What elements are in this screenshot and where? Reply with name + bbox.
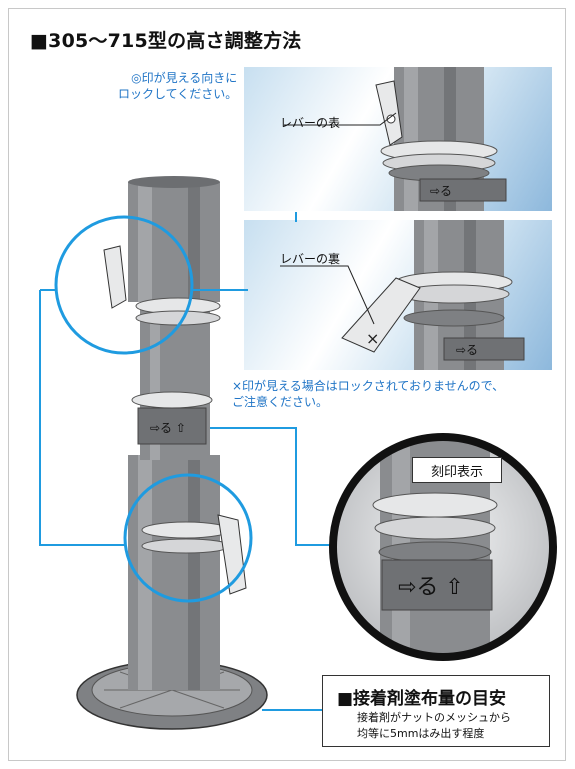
adhesive-guide-box: ■接着剤塗布量の目安 接着剤がナットのメッシュから 均等に5mmはみ出す程度 xyxy=(322,675,550,747)
callout-connector-left xyxy=(39,290,126,546)
adhesive-guide-title: ■接着剤塗布量の目安 xyxy=(337,689,507,709)
lever-front-panel: ⇨る レバーの表 xyxy=(244,67,552,211)
page-title: ■305〜715型の高さ調整方法 xyxy=(30,30,302,52)
adhesive-guide-description: 接着剤がナットのメッシュから 均等に5mmはみ出す程度 xyxy=(357,711,511,740)
lever-front-label: レバーの表 xyxy=(280,116,341,130)
stamp-label: 刻印表示 xyxy=(430,464,483,480)
lever-back-illustration: ⇨る × xyxy=(280,220,525,370)
lower-clamp xyxy=(141,521,231,539)
lock-direction-note: ◎印が見える向きに ロックしてください。 xyxy=(118,70,237,102)
svg-text:⇨る: ⇨る xyxy=(430,184,452,198)
lock-direction-note-text: ◎印が見える向きに ロックしてください。 xyxy=(118,71,238,101)
lever-back-label: レバーの裏 xyxy=(280,252,341,266)
lever-front-illustration: ⇨る xyxy=(284,67,507,211)
upper-lever-callout-circle xyxy=(54,215,194,355)
stamp-label-box: 刻印表示 xyxy=(412,457,502,483)
callout-connector-stamp xyxy=(210,427,340,546)
svg-text:⇨る: ⇨る xyxy=(456,343,478,357)
lever-back-panel: ⇨る × レバーの裏 xyxy=(244,220,552,370)
svg-text:⇨る ⇧: ⇨る ⇧ xyxy=(398,575,464,600)
lower-lever-callout-circle xyxy=(123,473,253,603)
svg-text:×: × xyxy=(366,329,379,348)
svg-text:⇨る ⇧: ⇨る ⇧ xyxy=(150,421,186,435)
not-locked-warning: ×印が見える場合はロックされておりませんので、 ご注意ください。 xyxy=(232,378,504,410)
not-locked-warning-text: ×印が見える場合はロックされておりませんので、 ご注意ください。 xyxy=(232,379,505,409)
